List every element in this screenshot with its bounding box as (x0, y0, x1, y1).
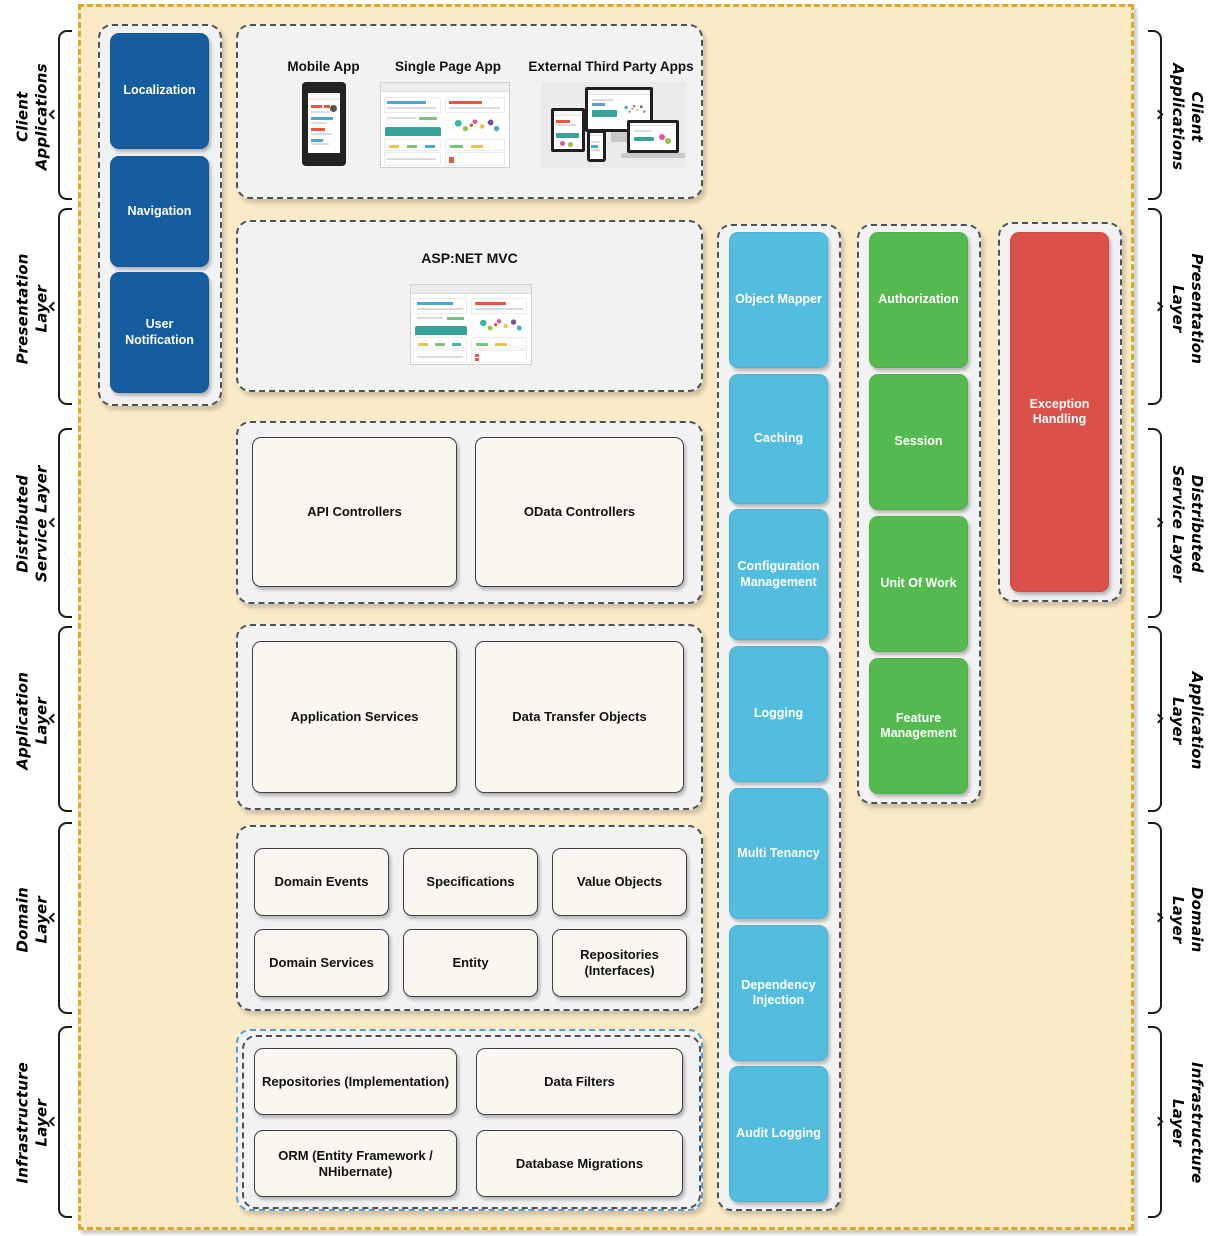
card-repositories-implementation[interactable]: Repositories (Implementation) (254, 1048, 457, 1115)
smartphone-device-icon (587, 130, 606, 162)
card-odata-controllers[interactable]: OData Controllers (475, 437, 684, 587)
brace-right-application-layer (1148, 626, 1162, 812)
laptop-device-icon (627, 120, 679, 153)
brace-left-infrastructure-layer (58, 1026, 72, 1218)
aspnet-mvc-title: ASP:NET MVC (421, 250, 518, 266)
layer-label-right-client-applications: Client Applications (1169, 63, 1206, 171)
card-feature-management[interactable]: Feature Management (869, 658, 968, 794)
mobile-phone-dashboard-thumbnail (302, 82, 346, 166)
brace-left-client-applications (58, 30, 72, 200)
layer-label-right-infrastructure-layer: Infrastructure Layer (1169, 1061, 1206, 1184)
layer-label-left-domain-layer: Domain Layer (13, 886, 50, 953)
card-orm[interactable]: ORM (Entity Framework / NHibernate) (254, 1130, 457, 1197)
brace-right-domain-layer (1148, 822, 1162, 1014)
layer-label-right-application-layer: Application Layer (1169, 671, 1206, 770)
card-configuration-management[interactable]: Configuration Management (729, 509, 828, 640)
brace-right-infrastructure-layer (1148, 1026, 1162, 1218)
card-domain-services[interactable]: Domain Services (254, 929, 389, 997)
laptop-base (621, 153, 685, 158)
browser-dashboard-thumbnail-spa (380, 82, 510, 168)
browser-dashboard-thumbnail-mvc (410, 284, 532, 365)
card-navigation[interactable]: Navigation (110, 156, 209, 267)
layer-label-right-distributed-service-layer: Distributed Service Layer (1169, 465, 1206, 583)
card-specifications[interactable]: Specifications (403, 848, 538, 916)
brace-right-distributed-service-layer (1148, 428, 1162, 618)
brace-right-presentation-layer (1148, 208, 1162, 405)
card-multi-tenancy[interactable]: Multi Tenancy (729, 788, 828, 919)
card-database-migrations[interactable]: Database Migrations (476, 1130, 683, 1197)
layer-label-left-client-applications: Client Applications (13, 63, 50, 171)
brace-left-distributed-service-layer (58, 428, 72, 618)
client-applications-group: Mobile App Single Page App External Thir… (236, 24, 703, 199)
layer-label-left-infrastructure-layer: Infrastructure Layer (13, 1061, 50, 1184)
card-logging[interactable]: Logging (729, 646, 828, 782)
card-dependency-injection[interactable]: Dependency Injection (729, 925, 828, 1061)
tablet-device-icon (551, 108, 585, 152)
multi-device-dashboard-thumbnail (541, 82, 686, 168)
card-caching[interactable]: Caching (729, 374, 828, 504)
card-object-mapper[interactable]: Object Mapper (729, 232, 828, 368)
card-unit-of-work[interactable]: Unit Of Work (869, 516, 968, 652)
presentation-layer-group: ASP:NET MVC (236, 220, 703, 392)
brace-left-domain-layer (58, 822, 72, 1014)
card-data-filters[interactable]: Data Filters (476, 1048, 683, 1115)
layer-label-right-domain-layer: Domain Layer (1169, 886, 1206, 953)
layer-label-left-presentation-layer: Presentation Layer (13, 253, 50, 365)
card-user-notification[interactable]: User Notification (110, 272, 209, 393)
layer-label-left-application-layer: Application Layer (13, 671, 50, 770)
card-audit-logging[interactable]: Audit Logging (729, 1066, 828, 1202)
card-localization[interactable]: Localization (110, 33, 209, 149)
card-entity[interactable]: Entity (403, 929, 538, 997)
brace-left-application-layer (58, 626, 72, 812)
layer-label-left-distributed-service-layer: Distributed Service Layer (13, 465, 50, 583)
brace-right-client-applications (1148, 30, 1162, 200)
card-application-services[interactable]: Application Services (252, 641, 457, 793)
card-domain-events[interactable]: Domain Events (254, 848, 389, 916)
desktop-stand (611, 132, 627, 142)
card-data-transfer-objects[interactable]: Data Transfer Objects (475, 641, 684, 793)
card-authorization[interactable]: Authorization (869, 232, 968, 368)
card-exception-handling[interactable]: Exception Handling (1010, 232, 1109, 592)
card-session[interactable]: Session (869, 374, 968, 510)
brace-left-presentation-layer (58, 208, 72, 405)
layer-label-right-presentation-layer: Presentation Layer (1169, 253, 1206, 365)
card-api-controllers[interactable]: API Controllers (252, 437, 457, 587)
client-app-title-spa: Single Page App (394, 59, 502, 74)
card-value-objects[interactable]: Value Objects (552, 848, 687, 916)
card-repositories-interfaces[interactable]: Repositories (Interfaces) (552, 929, 687, 997)
client-app-title-external: External Third Party Apps (528, 59, 694, 74)
client-app-title-mobile: Mobile App (287, 59, 360, 74)
